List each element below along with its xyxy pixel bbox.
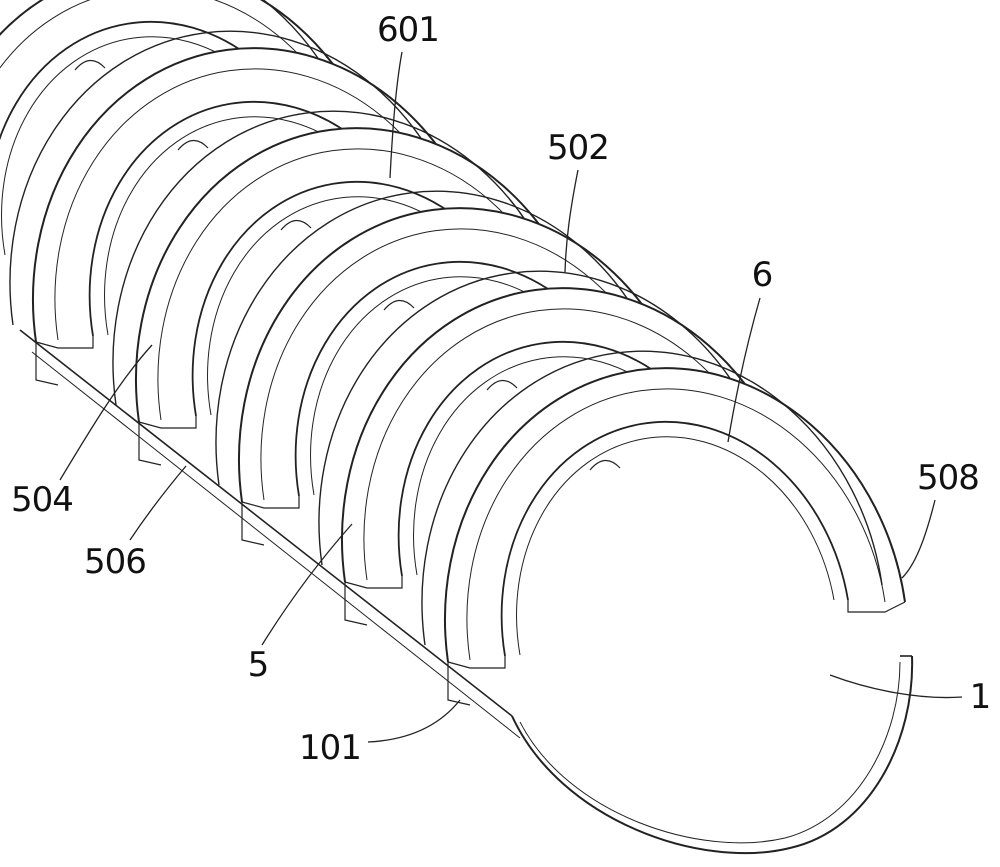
leader-lines xyxy=(59,51,963,743)
rib xyxy=(421,350,906,706)
label-601: 601 xyxy=(377,10,440,50)
label-6: 6 xyxy=(751,255,774,295)
label-504: 504 xyxy=(11,480,74,520)
label-1: 1 xyxy=(969,677,992,717)
label-502: 502 xyxy=(547,128,610,168)
rib-group xyxy=(0,0,906,706)
shell-body xyxy=(19,329,914,855)
label-5: 5 xyxy=(247,645,270,685)
label-506: 506 xyxy=(84,542,147,582)
label-508: 508 xyxy=(917,458,980,498)
label-101: 101 xyxy=(299,728,362,768)
